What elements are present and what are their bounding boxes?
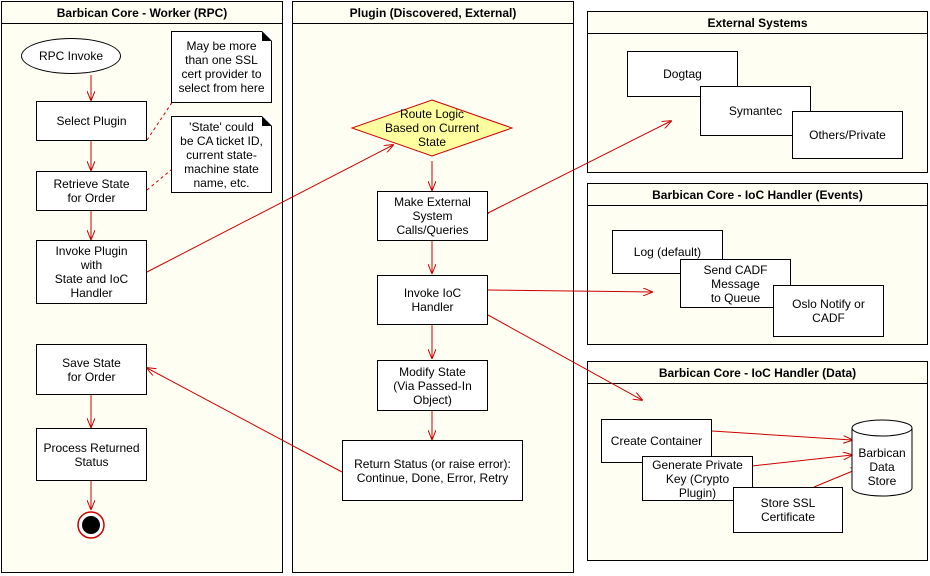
external-calls-step: Make External System Calls/Queries — [377, 191, 488, 241]
lane-plugin-title: Plugin (Discovered, External) — [293, 2, 573, 24]
datastore-label: Barbican Data Store — [858, 446, 906, 488]
lane-data-title: Barbican Core - IoC Handler (Data) — [588, 362, 927, 384]
create-container-step: Create Container — [601, 419, 712, 463]
return-status-step: Return Status (or raise error): Continue… — [342, 440, 523, 501]
retrieve-state-step: Retrieve State for Order — [36, 171, 147, 211]
select-plugin-step: Select Plugin — [36, 101, 147, 141]
save-state-step: Save State for Order — [36, 344, 147, 395]
oslo-event: Oslo Notify or CADF — [773, 285, 884, 337]
process-status-step: Process Returned Status — [36, 428, 147, 481]
invoke-plugin-step: Invoke Plugin with State and IoC Handler — [36, 240, 147, 304]
cadf-event: Send CADF Message to Queue — [680, 259, 791, 308]
lane-external-title: External Systems — [588, 12, 927, 34]
note-ssl-provider: May be more than one SSL cert provider t… — [171, 31, 272, 103]
store-ssl-step: Store SSL Certificate — [733, 487, 843, 533]
lane-events-title: Barbican Core - IoC Handler (Events) — [588, 184, 927, 206]
modify-state-step: Modify State (Via Passed-In Object) — [377, 360, 488, 411]
others-system: Others/Private — [792, 111, 903, 159]
lane-worker-title: Barbican Core - Worker (RPC) — [2, 2, 282, 24]
rpc-invoke-start: RPC Invoke — [21, 38, 121, 74]
note-state-meaning: 'State' could be CA ticket ID, current s… — [171, 116, 272, 193]
route-logic-label: Route Logic Based on Current State — [384, 107, 480, 149]
invoke-ioc-step: Invoke IoC Handler — [377, 275, 488, 325]
